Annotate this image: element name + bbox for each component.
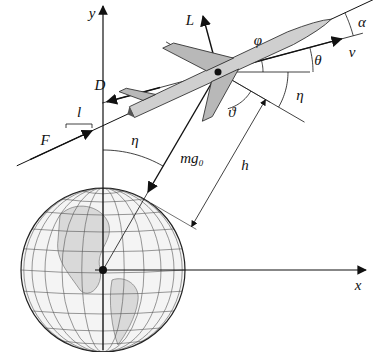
symbol-label: θ <box>314 53 321 68</box>
symbol-label: η <box>296 88 303 103</box>
symbol-label: y <box>89 6 96 21</box>
symbol-label: φ <box>254 33 262 48</box>
aircraft <box>108 0 347 149</box>
symbol-label: x <box>355 278 362 293</box>
symbol-label: h <box>241 158 249 173</box>
symbol-label: η <box>131 133 138 148</box>
symbol-label: mg₀ <box>180 151 204 166</box>
symbol-label: L <box>186 13 194 28</box>
symbol-label: F <box>40 133 49 148</box>
symbol-label: α <box>358 15 366 30</box>
symbol-label: ϑ <box>228 105 235 120</box>
force-lines <box>17 0 373 350</box>
symbol-label: D <box>95 78 106 93</box>
symbol-label: l <box>77 105 81 120</box>
symbol-label: v <box>349 45 356 60</box>
